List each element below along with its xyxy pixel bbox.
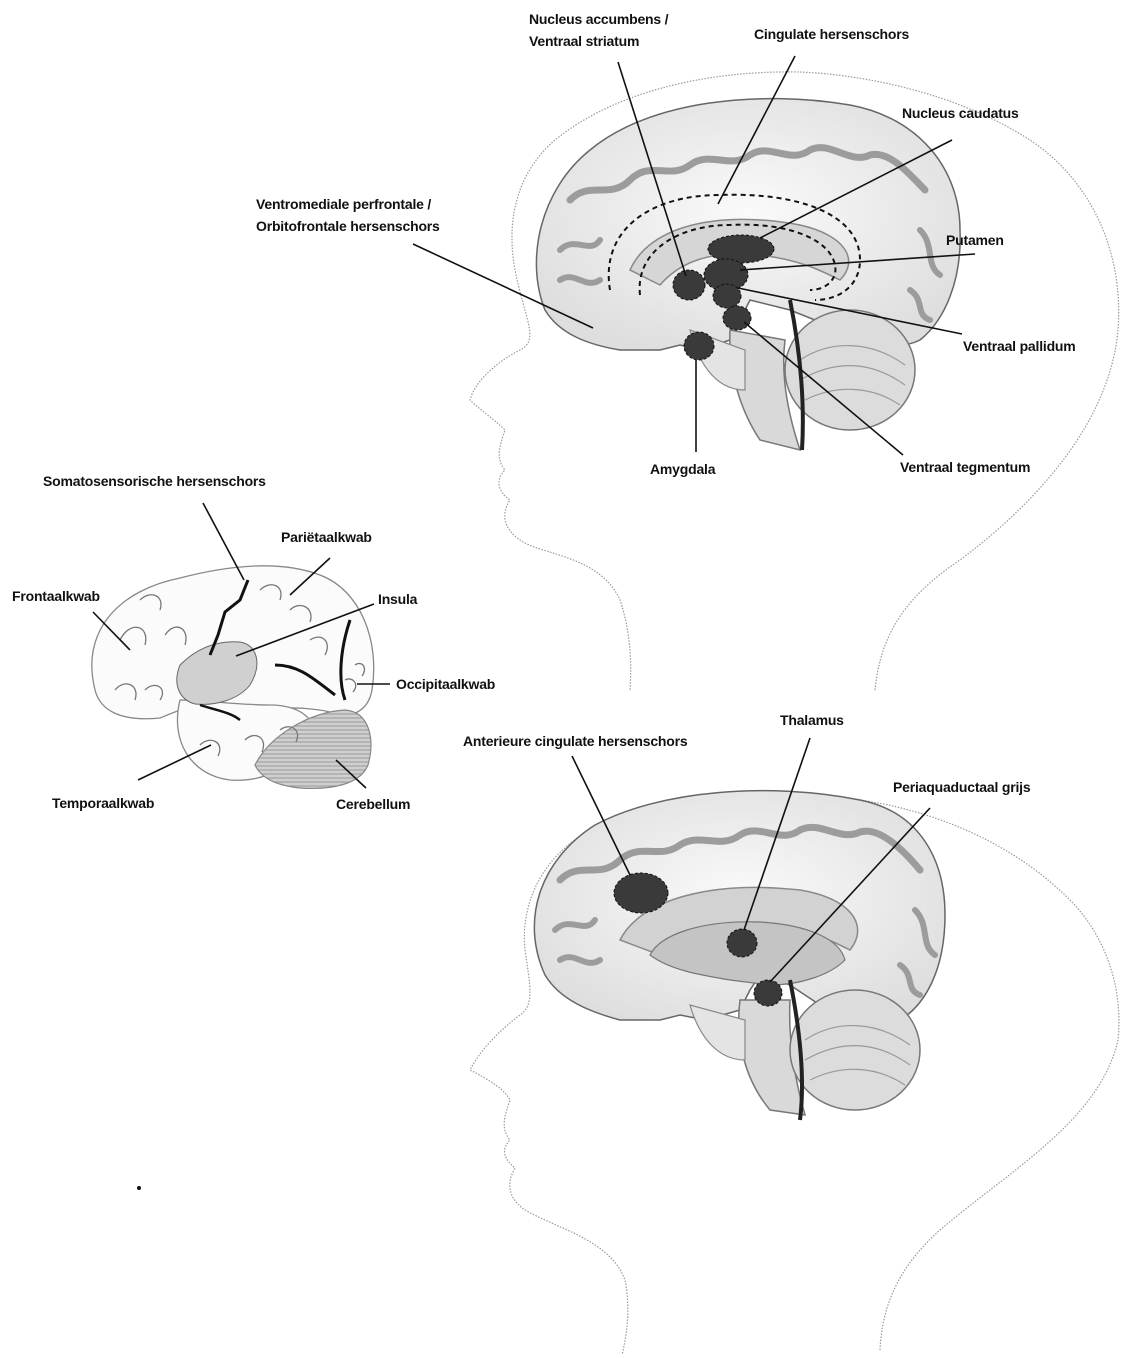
nucleus-accumbens-region (673, 270, 705, 300)
thalamus-region (727, 929, 757, 957)
pag-region (754, 980, 782, 1006)
lateral-brain (92, 566, 374, 789)
amygdala-region (684, 332, 714, 360)
stray-dot (137, 1186, 141, 1190)
acc-region (614, 873, 668, 913)
sagittal-brain-top (536, 99, 960, 450)
ventraal-tegmentum-region (723, 306, 751, 330)
nucleus-caudatus-region (708, 235, 774, 263)
ventraal-pallidum-region (713, 284, 741, 308)
